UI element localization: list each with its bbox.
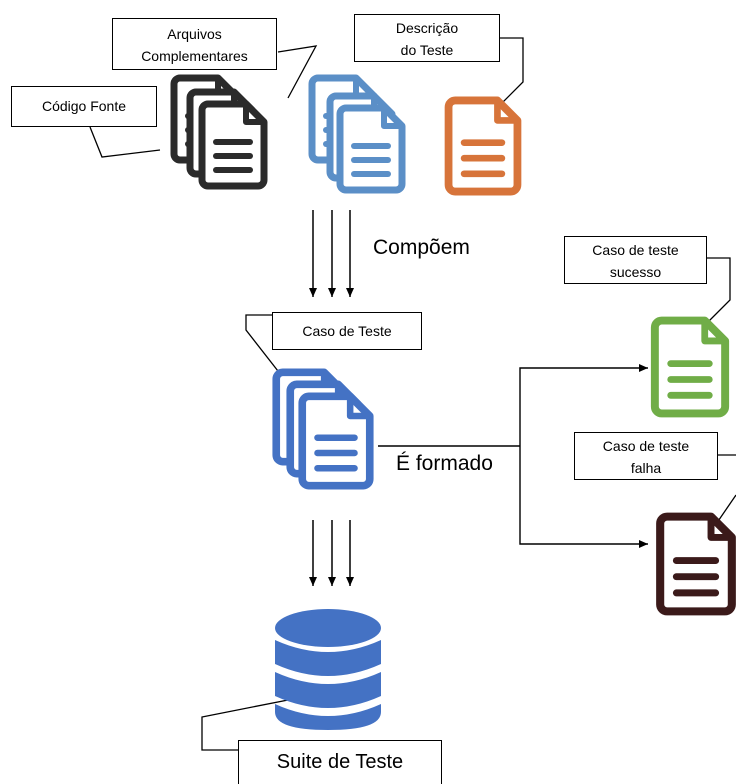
label-e-formado: É formado	[396, 452, 493, 475]
callout-suite-de-teste: Suite de Teste	[238, 740, 442, 784]
callout-descricao-do-teste: Descrição do Teste	[354, 14, 500, 62]
source-code-docs-icon	[174, 78, 264, 186]
callout-sucesso-line1: Caso de teste	[592, 242, 679, 258]
callout-arquivos-complementares: Arquivos Complementares	[112, 18, 277, 70]
leader-arquivos	[277, 45, 318, 99]
suite-arrows	[309, 520, 354, 586]
callout-caso-sucesso: Caso de teste sucesso	[564, 236, 707, 284]
callout-descricao-line1: Descrição	[395, 20, 459, 36]
database-icon	[275, 609, 381, 730]
test-description-doc-icon	[449, 100, 518, 191]
callout-sucesso-line2: sucesso	[609, 264, 662, 280]
test-case-docs-icon	[276, 372, 370, 485]
callout-falha-line2: falha	[630, 460, 662, 476]
failure-test-case-doc-icon	[660, 517, 732, 612]
leader-codigo-fonte	[89, 126, 161, 158]
callout-falha-line1: Caso de teste	[602, 438, 690, 454]
leader-suite	[201, 699, 289, 751]
callout-codigo-fonte-text: Código Fonte	[41, 98, 127, 114]
callout-caso-falha: Caso de teste falha	[574, 432, 718, 480]
callout-suite-text: Suite de Teste	[276, 751, 404, 773]
callout-arquivos-line2: Complementares	[141, 48, 248, 64]
leader-caso-de-teste	[245, 314, 286, 381]
success-test-case-doc-icon	[655, 321, 725, 414]
callout-caso-de-teste-text: Caso de Teste	[302, 323, 392, 339]
e-formado-connector	[378, 364, 648, 548]
leader-descricao	[496, 37, 524, 109]
complementary-files-docs-icon	[312, 78, 402, 190]
callout-arquivos-line1: Arquivos	[167, 26, 222, 42]
callout-caso-de-teste: Caso de Teste	[272, 312, 422, 350]
label-compoem: Compõem	[373, 236, 470, 259]
callout-codigo-fonte: Código Fonte	[11, 86, 157, 127]
callout-descricao-line2: do Teste	[400, 42, 454, 58]
compoem-arrows	[309, 210, 354, 297]
leader-sucesso	[699, 257, 731, 331]
